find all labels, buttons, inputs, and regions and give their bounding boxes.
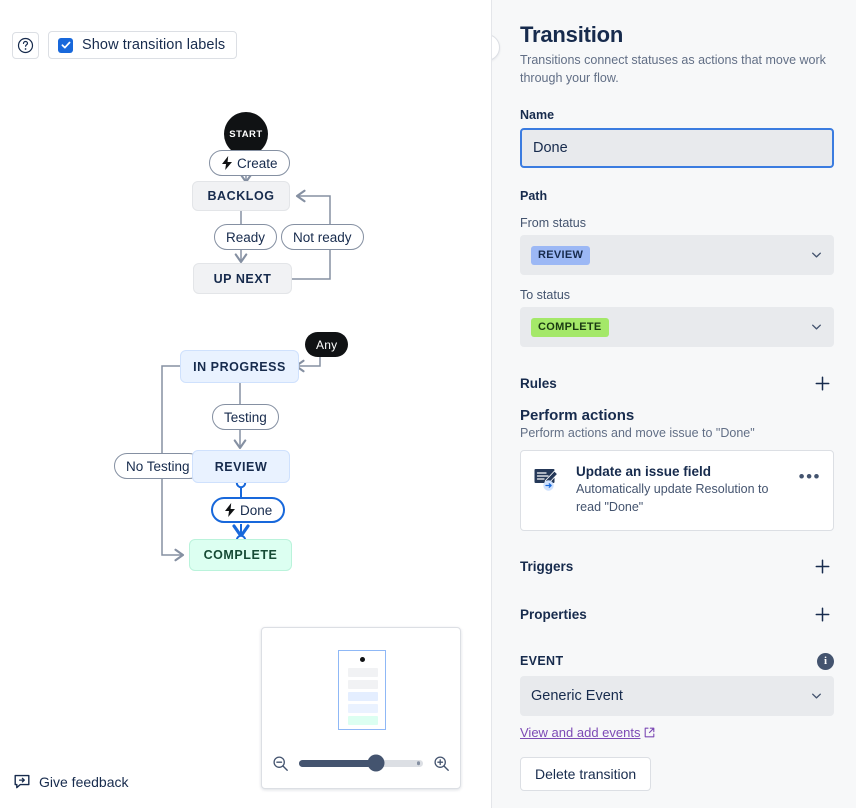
rule-description: Automatically update Resolution to read … bbox=[576, 482, 769, 515]
minimap-node bbox=[348, 716, 378, 725]
properties-header: Properties bbox=[520, 603, 834, 627]
rule-name: Update an issue field bbox=[576, 464, 712, 480]
node-review[interactable]: REVIEW bbox=[192, 450, 290, 483]
info-icon[interactable]: i bbox=[817, 652, 834, 670]
minimap-viewport[interactable] bbox=[338, 650, 386, 730]
transition-no-testing[interactable]: No Testing bbox=[114, 453, 202, 479]
event-label: EVENT bbox=[520, 654, 564, 668]
zoom-in-icon[interactable] bbox=[433, 755, 450, 772]
name-label: Name bbox=[520, 108, 555, 123]
chevron-down-icon bbox=[810, 689, 823, 702]
collapse-panel-button[interactable] bbox=[491, 34, 500, 61]
event-header: EVENT i bbox=[520, 652, 834, 670]
to-status-lozenge: COMPLETE bbox=[531, 317, 609, 337]
rule-card-update-issue-field[interactable]: Update an issue field Automatically upda… bbox=[520, 450, 834, 531]
zoom-controls bbox=[262, 752, 460, 774]
zoom-slider-tick bbox=[416, 761, 420, 765]
panel-title: Transition bbox=[520, 22, 624, 47]
node-complete[interactable]: COMPLETE bbox=[189, 539, 292, 571]
add-rule-button[interactable] bbox=[810, 371, 834, 395]
perform-actions-subtitle: Perform actions and move issue to "Done" bbox=[520, 426, 755, 441]
plus-icon bbox=[815, 607, 829, 622]
plus-icon bbox=[815, 559, 829, 574]
node-any[interactable]: Any bbox=[305, 332, 349, 357]
transition-testing[interactable]: Testing bbox=[212, 404, 279, 430]
zoom-slider-handle[interactable] bbox=[367, 754, 385, 772]
give-feedback-label: Give feedback bbox=[39, 774, 129, 790]
triggers-header: Triggers bbox=[520, 555, 834, 579]
chevron-down-icon bbox=[810, 249, 823, 262]
to-status-label: To status bbox=[520, 288, 571, 303]
update-field-icon bbox=[533, 464, 565, 494]
rule-more-button[interactable]: ••• bbox=[798, 467, 821, 487]
workflow-canvas[interactable]: Show transition labels bbox=[0, 0, 491, 808]
rules-label: Rules bbox=[520, 375, 557, 391]
node-in-progress[interactable]: IN PROGRESS bbox=[180, 350, 299, 383]
rules-header: Rules bbox=[520, 371, 834, 395]
zoom-out-icon[interactable] bbox=[272, 755, 289, 772]
node-up-next[interactable]: UP NEXT bbox=[193, 263, 292, 294]
view-and-add-events-link[interactable]: View and add events bbox=[520, 725, 655, 740]
view-and-add-events-label: View and add events bbox=[520, 724, 641, 740]
node-backlog[interactable]: BACKLOG bbox=[192, 181, 290, 211]
transition-done[interactable]: Done bbox=[211, 497, 286, 523]
delete-transition-button[interactable]: Delete transition bbox=[520, 757, 652, 791]
properties-label: Properties bbox=[520, 607, 587, 622]
feedback-speech-icon bbox=[14, 774, 30, 789]
path-label: Path bbox=[520, 189, 548, 204]
give-feedback-button[interactable]: Give feedback bbox=[14, 774, 129, 790]
show-labels-label: Show transition labels bbox=[82, 37, 226, 53]
plus-icon bbox=[815, 376, 829, 391]
check-icon bbox=[61, 41, 70, 49]
add-trigger-button[interactable] bbox=[810, 555, 834, 579]
perform-actions-title: Perform actions bbox=[520, 407, 635, 425]
chevron-down-icon bbox=[810, 321, 823, 334]
minimap-node bbox=[348, 668, 378, 677]
from-status-select[interactable]: REVIEW bbox=[520, 235, 834, 276]
minimap-panel[interactable] bbox=[261, 627, 461, 789]
chevron-right-icon bbox=[491, 42, 492, 53]
minimap-node bbox=[348, 692, 378, 701]
show-transition-labels-toggle[interactable]: Show transition labels bbox=[48, 31, 238, 59]
minimap-start-dot bbox=[360, 657, 365, 662]
transition-not-ready[interactable]: Not ready bbox=[281, 224, 364, 250]
minimap-node bbox=[348, 704, 378, 713]
transition-create[interactable]: Create bbox=[209, 150, 290, 176]
from-status-lozenge: REVIEW bbox=[531, 245, 591, 265]
lightning-bolt-icon bbox=[225, 503, 235, 517]
transition-name-input[interactable] bbox=[520, 128, 834, 169]
lightning-bolt-icon bbox=[222, 156, 232, 170]
show-labels-checkbox[interactable] bbox=[58, 37, 73, 53]
node-start[interactable]: START bbox=[224, 112, 268, 156]
panel-subtitle: Transitions connect statuses as actions … bbox=[520, 53, 826, 86]
event-select[interactable]: Generic Event bbox=[520, 675, 834, 716]
transition-details-panel: Transition Transitions connect statuses … bbox=[491, 0, 856, 808]
help-button[interactable] bbox=[12, 31, 39, 59]
minimap-node bbox=[348, 680, 378, 689]
to-status-select[interactable]: COMPLETE bbox=[520, 307, 834, 348]
add-property-button[interactable] bbox=[810, 603, 834, 627]
transition-ready[interactable]: Ready bbox=[214, 224, 278, 250]
triggers-label: Triggers bbox=[520, 559, 574, 574]
from-status-label: From status bbox=[520, 216, 586, 231]
question-circle-icon bbox=[17, 37, 34, 53]
canvas-toolbar: Show transition labels bbox=[12, 31, 238, 59]
event-value: Generic Event bbox=[531, 687, 623, 704]
zoom-slider[interactable] bbox=[299, 754, 423, 772]
external-link-icon bbox=[645, 727, 655, 737]
zoom-slider-fill bbox=[299, 759, 376, 767]
